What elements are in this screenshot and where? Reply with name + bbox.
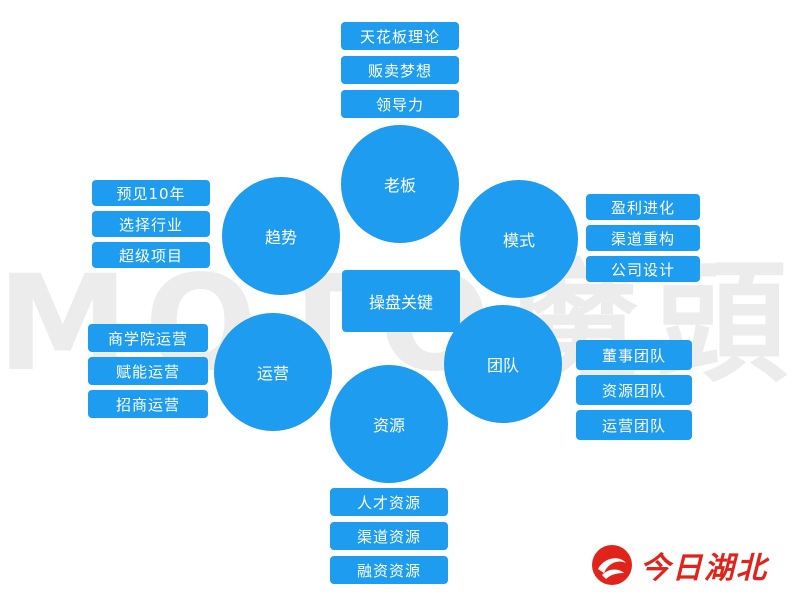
center-label: 操盘关键 (368, 293, 433, 312)
logo-emblem-icon (592, 545, 632, 585)
node-laoban-label: 老板 (383, 176, 416, 195)
center-box: 操盘关键 (342, 270, 460, 332)
tag-qushi-2: 选择行业 (92, 211, 210, 237)
node-tuandui: 团队 (444, 305, 562, 423)
tag-tuandui-2: 资源团队 (576, 375, 692, 405)
group-ziyuan: 人才资源 渠道资源 融资资源 (330, 488, 448, 584)
tag-laoban-2: 贩卖梦想 (341, 56, 459, 84)
tag-tuandui-3: 运营团队 (576, 410, 692, 440)
tag-moshi-1: 盈利进化 (586, 194, 700, 220)
tag-yunying-2: 赋能运营 (88, 357, 208, 385)
tag-ziyuan-2: 渠道资源 (330, 522, 448, 550)
node-qushi-label: 趋势 (264, 228, 297, 247)
node-ziyuan: 资源 (330, 365, 448, 483)
tag-qushi-1: 预见10年 (92, 180, 210, 206)
node-laoban: 老板 (341, 125, 459, 243)
tag-tuandui-1: 董事团队 (576, 340, 692, 370)
tag-ziyuan-1: 人才资源 (330, 488, 448, 516)
node-moshi-label: 模式 (502, 231, 535, 250)
tag-moshi-3: 公司设计 (586, 256, 700, 282)
tag-yunying-3: 招商运营 (88, 390, 208, 418)
tag-laoban-1: 天花板理论 (341, 22, 459, 50)
logo-jinri-hubei: 今日湖北 (590, 540, 795, 590)
node-yunying: 运营 (214, 313, 332, 431)
group-tuandui: 董事团队 资源团队 运营团队 (576, 340, 692, 440)
tag-qushi-3: 超级项目 (92, 242, 210, 268)
group-qushi: 预见10年 选择行业 超级项目 (92, 180, 210, 268)
node-tuandui-label: 团队 (486, 356, 519, 375)
tag-ziyuan-3: 融资资源 (330, 556, 448, 584)
node-yunying-label: 运营 (256, 364, 289, 383)
node-ziyuan-label: 资源 (372, 416, 405, 435)
group-moshi: 盈利进化 渠道重构 公司设计 (586, 194, 700, 282)
logo-text: 今日湖北 (640, 551, 768, 586)
node-qushi: 趋势 (222, 177, 340, 295)
group-yunying: 商学院运营 赋能运营 招商运营 (88, 324, 208, 418)
node-moshi: 模式 (460, 180, 578, 298)
tag-laoban-3: 领导力 (341, 90, 459, 118)
group-laoban: 天花板理论 贩卖梦想 领导力 (341, 22, 459, 118)
tag-moshi-2: 渠道重构 (586, 225, 700, 251)
tag-yunying-1: 商学院运营 (88, 324, 208, 352)
